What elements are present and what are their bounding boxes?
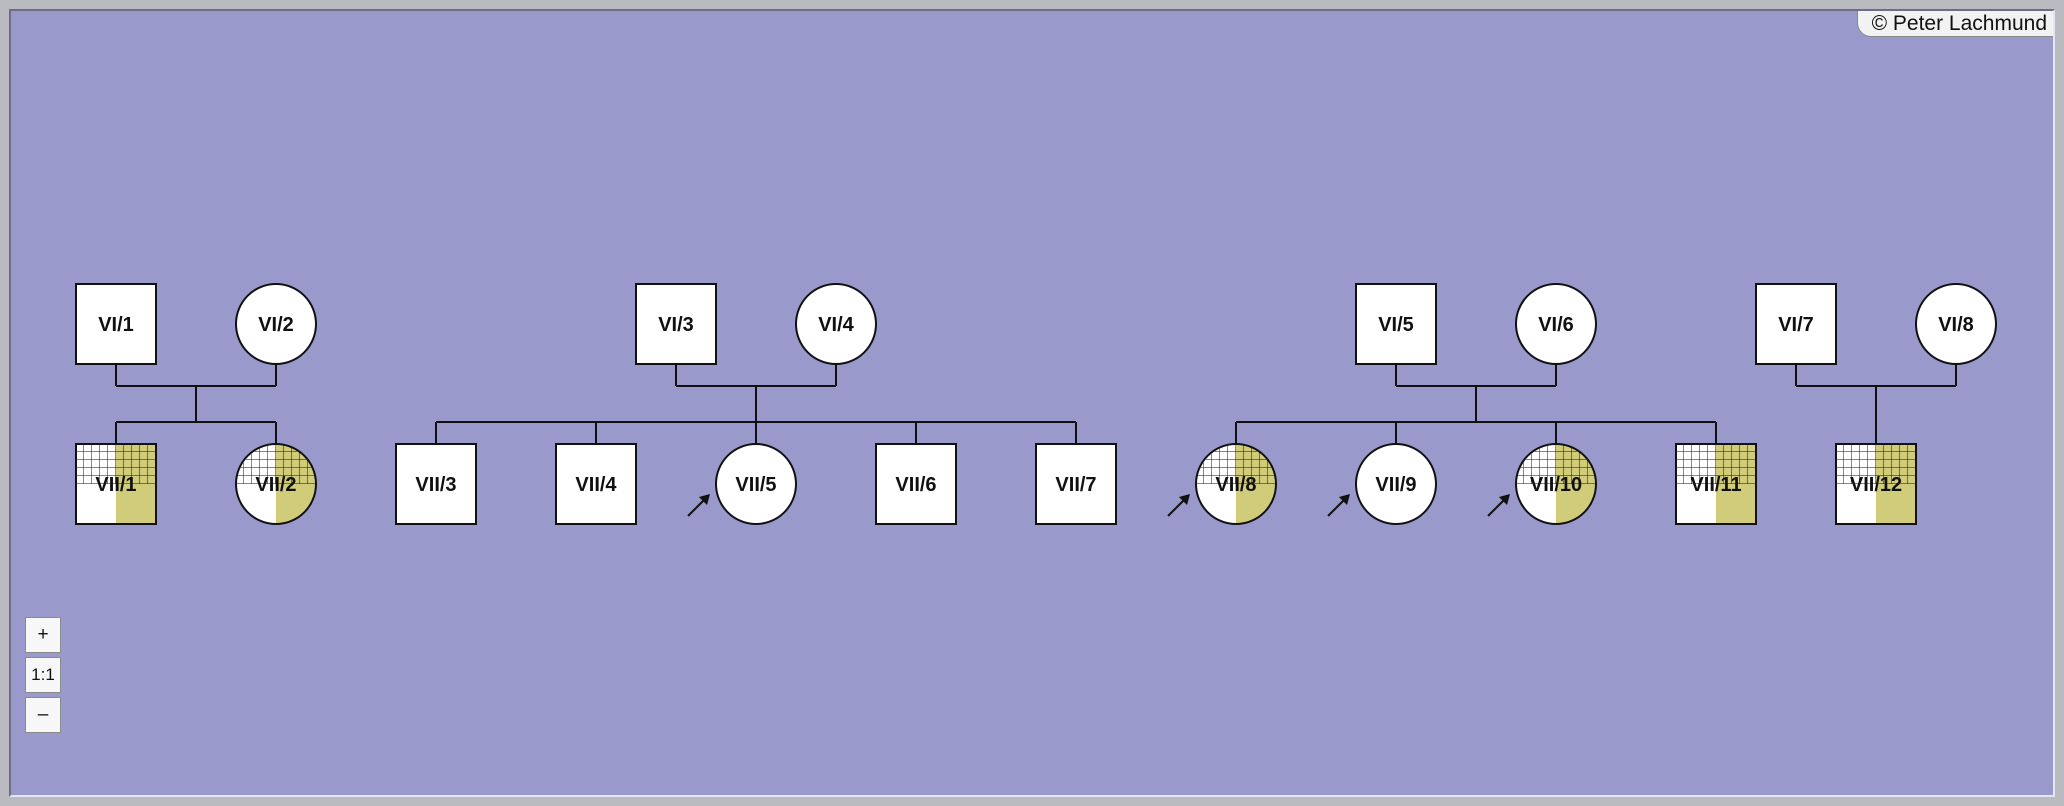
symbol-shape bbox=[556, 444, 636, 524]
symbol-shape bbox=[1516, 284, 1596, 364]
proband-arrow-icon bbox=[1167, 494, 1190, 517]
relationship-lines bbox=[115, 364, 1957, 444]
individual-label: VII/1 bbox=[95, 474, 136, 496]
individual-label: VII/7 bbox=[1055, 474, 1096, 496]
individual-vii-8[interactable]: VII/8 bbox=[1167, 443, 1277, 525]
symbol-shape bbox=[1356, 284, 1436, 364]
individual-label: VI/4 bbox=[818, 314, 854, 336]
carrier-hatching bbox=[76, 444, 156, 484]
individual-vii-11[interactable]: VII/11 bbox=[1675, 443, 1757, 525]
individual-vii-2[interactable]: VII/2 bbox=[235, 443, 317, 525]
proband-arrow-icon bbox=[1327, 494, 1350, 517]
individual-label: VI/7 bbox=[1778, 314, 1814, 336]
symbol-shape bbox=[1756, 284, 1836, 364]
individual-vi-5[interactable]: VI/5 bbox=[1355, 283, 1437, 365]
individual-label: VII/2 bbox=[255, 474, 296, 496]
symbol-shape bbox=[876, 444, 956, 524]
individual-vi-8[interactable]: VI/8 bbox=[1915, 283, 1997, 365]
individual-label: VII/9 bbox=[1375, 474, 1416, 496]
individual-vii-7[interactable]: VII/7 bbox=[1035, 443, 1117, 525]
individual-label: VII/12 bbox=[1850, 474, 1902, 496]
symbol-shape bbox=[796, 284, 876, 364]
individual-label: VII/10 bbox=[1530, 474, 1582, 496]
individual-vii-6[interactable]: VII/6 bbox=[875, 443, 957, 525]
individual-vii-5[interactable]: VII/5 bbox=[687, 443, 797, 525]
individual-label: VII/3 bbox=[415, 474, 456, 496]
symbol-shape bbox=[1036, 444, 1116, 524]
individual-vi-4[interactable]: VI/4 bbox=[795, 283, 877, 365]
individual-vii-9[interactable]: VII/9 bbox=[1327, 443, 1437, 525]
individual-vi-2[interactable]: VI/2 bbox=[235, 283, 317, 365]
proband-arrow-icon bbox=[687, 494, 710, 517]
individual-label: VI/6 bbox=[1538, 314, 1574, 336]
individual-label: VII/4 bbox=[575, 474, 617, 496]
individual-vii-1[interactable]: VII/1 bbox=[75, 443, 157, 525]
symbol-shape bbox=[396, 444, 476, 524]
symbol-shape bbox=[1916, 284, 1996, 364]
individual-vii-3[interactable]: VII/3 bbox=[395, 443, 477, 525]
symbol-shape bbox=[716, 444, 796, 524]
individual-label: VII/11 bbox=[1690, 474, 1741, 496]
individual-vi-6[interactable]: VI/6 bbox=[1515, 283, 1597, 365]
individual-label: VI/8 bbox=[1938, 314, 1974, 336]
individual-vi-1[interactable]: VI/1 bbox=[75, 283, 157, 365]
individual-vi-7[interactable]: VI/7 bbox=[1755, 283, 1837, 365]
symbol-shape bbox=[1356, 444, 1436, 524]
symbol-shape bbox=[76, 284, 156, 364]
individual-vii-10[interactable]: VII/10 bbox=[1487, 443, 1597, 525]
individual-vi-3[interactable]: VI/3 bbox=[635, 283, 717, 365]
individual-label: VII/5 bbox=[735, 474, 776, 496]
symbol-shape bbox=[636, 284, 716, 364]
copyright-notice: © Peter Lachmund bbox=[1856, 11, 2053, 37]
individual-label: VI/1 bbox=[98, 314, 134, 336]
symbol-shape bbox=[236, 284, 316, 364]
individual-vii-12[interactable]: VII/12 bbox=[1835, 443, 1917, 525]
carrier-hatching bbox=[1836, 444, 1916, 484]
zoom-reset-button[interactable]: 1:1 bbox=[25, 657, 61, 693]
individual-vii-4[interactable]: VII/4 bbox=[555, 443, 637, 525]
carrier-hatching bbox=[1676, 444, 1756, 484]
zoom-out-button[interactable]: – bbox=[25, 697, 61, 733]
individual-label: VI/2 bbox=[258, 314, 294, 336]
proband-arrow-icon bbox=[1487, 494, 1510, 517]
individual-label: VI/5 bbox=[1378, 314, 1414, 336]
zoom-in-button[interactable]: + bbox=[25, 617, 61, 653]
individual-label: VII/6 bbox=[895, 474, 936, 496]
individual-label: VI/3 bbox=[658, 314, 694, 336]
individual-label: VII/8 bbox=[1215, 474, 1256, 496]
